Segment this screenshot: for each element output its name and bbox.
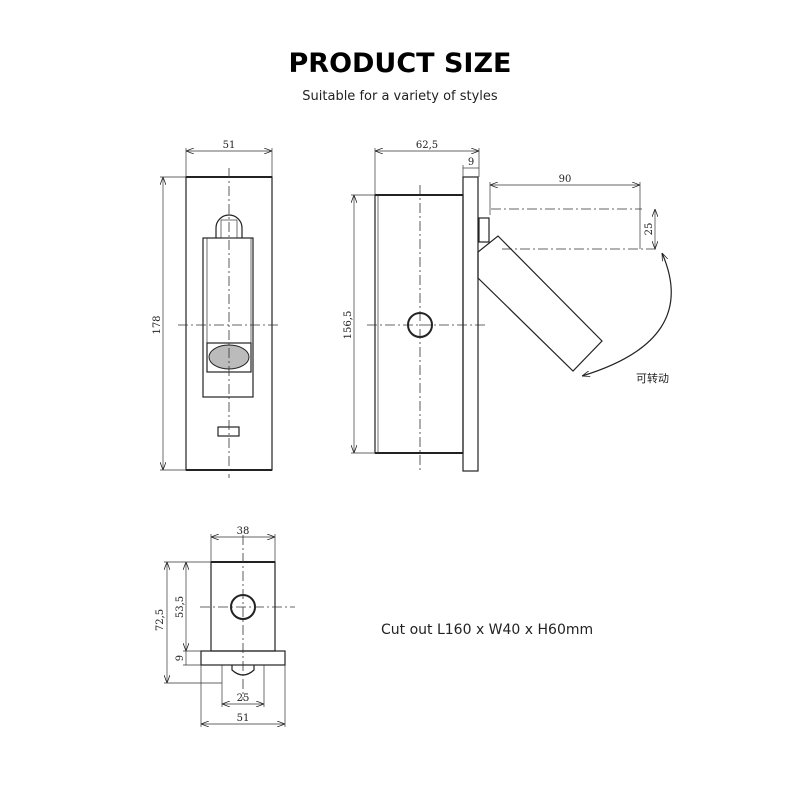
arm-length-dim: 90: [559, 174, 572, 185]
cutout-dimensions: Cut out L160 x W40 x H60mm: [381, 622, 594, 638]
front-width-dim: 51: [223, 140, 236, 151]
side-body: [374, 194, 464, 454]
bottom-body-height-dim: 53,5: [175, 596, 186, 618]
bottom-total-height-dim: 72,5: [155, 609, 166, 631]
switch-knob-icon: [215, 214, 243, 238]
flange-width-dim: 51: [237, 713, 250, 724]
page-subtitle: Suitable for a variety of styles: [302, 89, 498, 104]
rotating-arm: [477, 235, 603, 372]
rotation-arrow-icon: [582, 253, 672, 376]
front-inner-frame: [202, 237, 254, 398]
bottom-view: 38 53,5 72,5 9 25 51: [155, 526, 295, 727]
page-title: PRODUCT SIZE: [288, 48, 512, 79]
side-view: 62,5 9 156,5 90 25 可转动: [343, 140, 672, 472]
arm-diameter-dim: 25: [644, 223, 655, 236]
side-depth-dim: 62,5: [416, 140, 438, 151]
side-flange: [462, 176, 479, 472]
front-height-dim: 178: [152, 315, 163, 334]
connector-width-dim: 25: [237, 693, 250, 704]
arm-hinge: [478, 217, 490, 243]
bottom-flange-dim: 9: [175, 655, 186, 661]
bottom-width-dim: 38: [237, 526, 250, 537]
rotation-note: 可转动: [636, 371, 669, 385]
side-flange-dim: 9: [468, 157, 474, 168]
front-slot: [217, 426, 240, 437]
front-view: 51 178: [152, 140, 280, 478]
side-height-dim: 156,5: [343, 311, 354, 340]
